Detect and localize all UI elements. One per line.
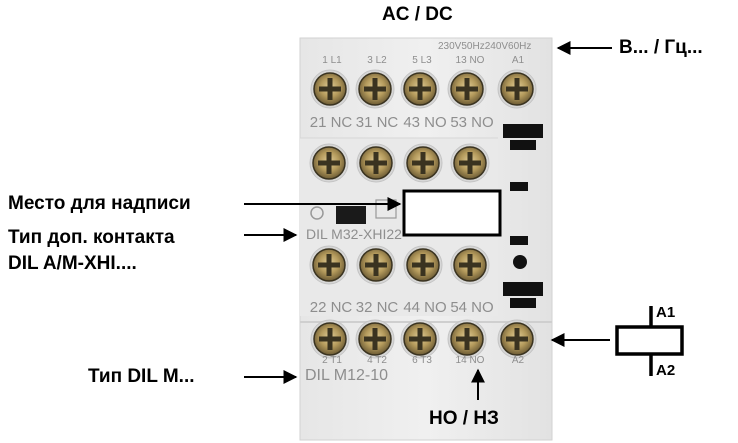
indicator-hole [513, 255, 527, 269]
terminal-screw-icon [356, 143, 396, 183]
aux-contact-label: 22 NC [309, 299, 353, 316]
callout-aux-type: Тип доп. контакта [8, 227, 175, 248]
terminal-screw-icon [447, 319, 487, 359]
terminal-screw-icon [309, 245, 349, 285]
terminal-screw-icon [355, 319, 395, 359]
coil-terminal-a2: A2 [656, 362, 676, 379]
slot [503, 282, 543, 296]
terminal-label-bottom: 4 T2 [367, 355, 387, 366]
main-model: DIL M12-10 [305, 367, 388, 384]
coil-symbol [615, 306, 684, 376]
aux-contact-label: 54 NO [450, 299, 494, 316]
terminal-screw-icon [356, 245, 396, 285]
terminal-label-bottom: 14 NO [455, 355, 485, 366]
callout-no-nc: НО / НЗ [429, 408, 499, 429]
terminal-label-top: 13 NO [455, 55, 485, 66]
slot [510, 236, 528, 245]
aux-contact-label: 44 NO [403, 299, 447, 316]
slot [510, 298, 536, 308]
terminal-label-top: 1 L1 [322, 55, 342, 66]
terminal-screw-icon [403, 245, 443, 285]
terminal-screw-icon [310, 69, 350, 109]
coil-terminal-a1: A1 [656, 304, 676, 321]
terminal-screw-icon [450, 143, 490, 183]
terminal-screw-icon [450, 245, 490, 285]
cert-mark-icon [310, 206, 324, 220]
slot [510, 140, 536, 150]
aux-contact-label: 32 NC [355, 299, 399, 316]
aux-window [336, 206, 366, 224]
callout-label-space: Место для надписи [8, 193, 191, 214]
terminal-screw-icon [403, 143, 443, 183]
aux-contact-label: 21 NC [309, 114, 353, 131]
callout-main-type: Тип DIL M... [88, 366, 195, 387]
terminal-label-bottom: 2 T1 [322, 355, 342, 366]
callout-voltage-freq: В... / Гц... [619, 37, 703, 58]
voltage-rating: 230V50Hz240V60Hz [438, 41, 532, 52]
terminal-label-top: A1 [511, 55, 525, 66]
aux-contact-label: 53 NO [450, 114, 494, 131]
terminal-screw-icon [355, 69, 395, 109]
callout-ac-dc: AC / DC [382, 4, 453, 25]
terminal-screw-icon [309, 143, 349, 183]
terminal-screw-icon [400, 319, 440, 359]
terminal-screw-icon [400, 69, 440, 109]
aux-contact-label: 43 NO [403, 114, 447, 131]
aux-contact-label: 31 NC [355, 114, 399, 131]
terminal-screw-icon [497, 319, 537, 359]
callout-arrows [244, 41, 612, 400]
terminal-label-top: 5 L3 [412, 55, 432, 66]
callout-aux-type-code: DIL A/M-XHI.... [8, 253, 137, 274]
terminal-screws [309, 69, 537, 359]
label-space-box [402, 189, 502, 237]
slot [510, 182, 528, 191]
aux-module-model: DIL M32-XHI22 [306, 226, 402, 242]
slot [503, 124, 543, 138]
terminal-label-top: 3 L2 [367, 55, 387, 66]
terminal-screw-icon [497, 69, 537, 109]
terminal-screw-icon [447, 69, 487, 109]
terminal-label-bottom: 6 T3 [412, 355, 432, 366]
terminal-label-bottom: A2 [511, 355, 525, 366]
terminal-screw-icon [310, 319, 350, 359]
